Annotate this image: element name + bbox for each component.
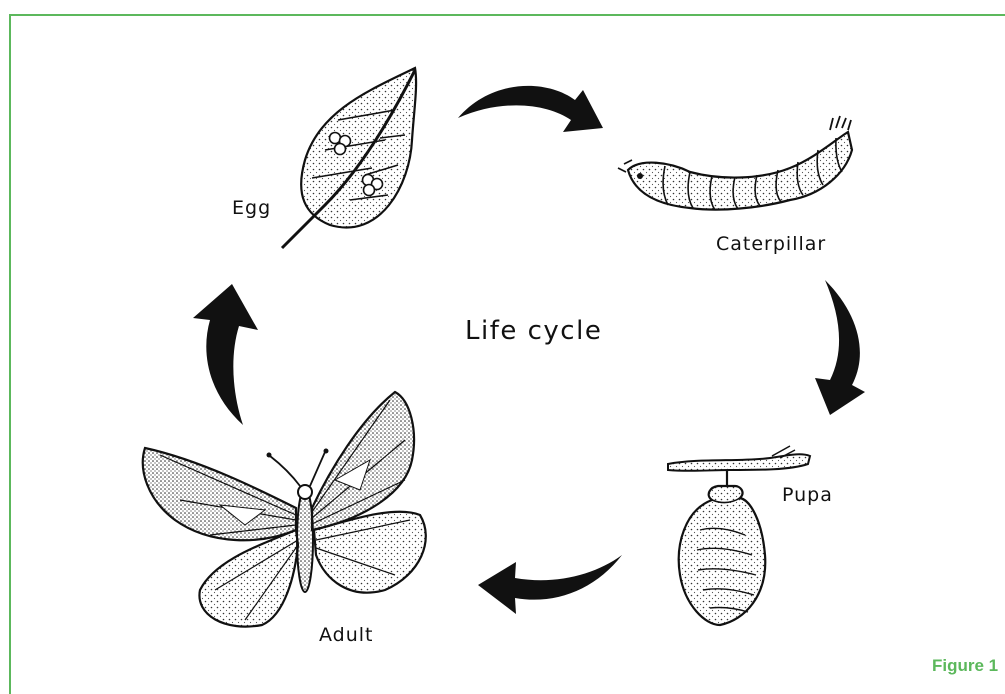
stage-label-pupa: Pupa [782,484,833,506]
caterpillar-illustration [618,116,852,210]
arrow-adult-to-egg-icon [193,284,258,425]
arrow-pupa-to-adult-icon [478,555,622,614]
stage-label-egg: Egg [232,197,271,219]
stage-label-adult: Adult [319,624,374,646]
stage-label-caterpillar: Caterpillar [716,233,826,255]
leaf-with-eggs-illustration [282,68,416,248]
arrow-egg-to-caterpillar-icon [458,86,603,132]
butterfly-illustration [143,392,426,627]
arrow-caterpillar-to-pupa-icon [815,280,865,415]
diagram-center-title: Life cycle [465,316,602,346]
figure-caption-label: Figure 1 [932,656,998,676]
chrysalis-illustration [668,446,810,625]
